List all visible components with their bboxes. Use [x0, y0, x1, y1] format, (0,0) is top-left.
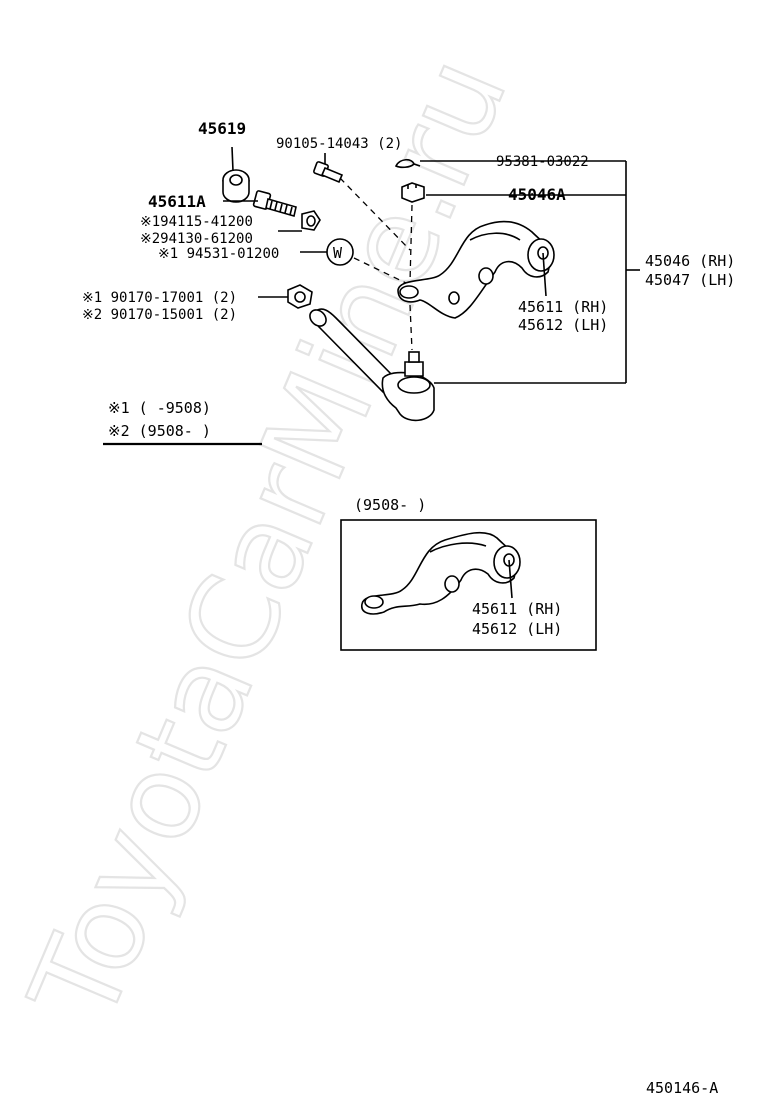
idler-arm-part [397, 220, 555, 319]
label-90105: 90105-14043 (2) [276, 136, 402, 152]
inset-title: (9508- ) [354, 496, 426, 514]
inset-label-45611-rh: 45611 (RH) [472, 600, 562, 618]
legend-note-2: ※2 (9508- ) [108, 422, 211, 440]
label-45611-rh: 45611 (RH) [518, 298, 608, 316]
washer-mark: W [333, 244, 343, 262]
washer-94531-part: W [300, 238, 354, 266]
bushing-45619-part [222, 146, 250, 203]
label-90170-17001: ※1 90170-17001 (2) [82, 290, 237, 306]
label-45619: 45619 [198, 119, 246, 138]
label-45611a: 45611A [148, 192, 206, 211]
bolt-90105-part [313, 153, 344, 184]
label-45046a: 45046A [508, 185, 566, 204]
bolt-45611a-part [223, 190, 297, 218]
legend-note-1: ※1 ( -9508) [108, 399, 211, 417]
assembly-line-washer [353, 257, 407, 284]
label-94531: ※1 94531-01200 [158, 246, 279, 262]
inset-frame [340, 519, 597, 651]
cotter-pin-part [394, 158, 626, 169]
label-45047-lh: 45047 (LH) [645, 271, 735, 289]
label-90170-15001: ※2 90170-15001 (2) [82, 307, 237, 323]
tie-rod-part [309, 308, 626, 422]
diagram-code: 450146-A [646, 1079, 718, 1097]
assembly-line-stud [409, 304, 413, 351]
inset-idler-arm-part [361, 531, 521, 615]
label-294130: ※294130-61200 [140, 231, 253, 247]
inset-label-45612-lh: 45612 (LH) [472, 620, 562, 638]
nut-90170-part [258, 284, 313, 309]
assembly-line-nut [409, 204, 413, 283]
nut-194115-part [278, 210, 321, 232]
castle-nut-45046a-part [401, 182, 626, 203]
label-95381: 95381-03022 [496, 154, 589, 170]
label-45046-rh: 45046 (RH) [645, 252, 735, 270]
assembly-bracket [625, 161, 640, 383]
assembly-line-bolt [339, 177, 411, 251]
label-45612-lh: 45612 (LH) [518, 316, 608, 334]
label-194115: ※194115-41200 [140, 214, 253, 230]
